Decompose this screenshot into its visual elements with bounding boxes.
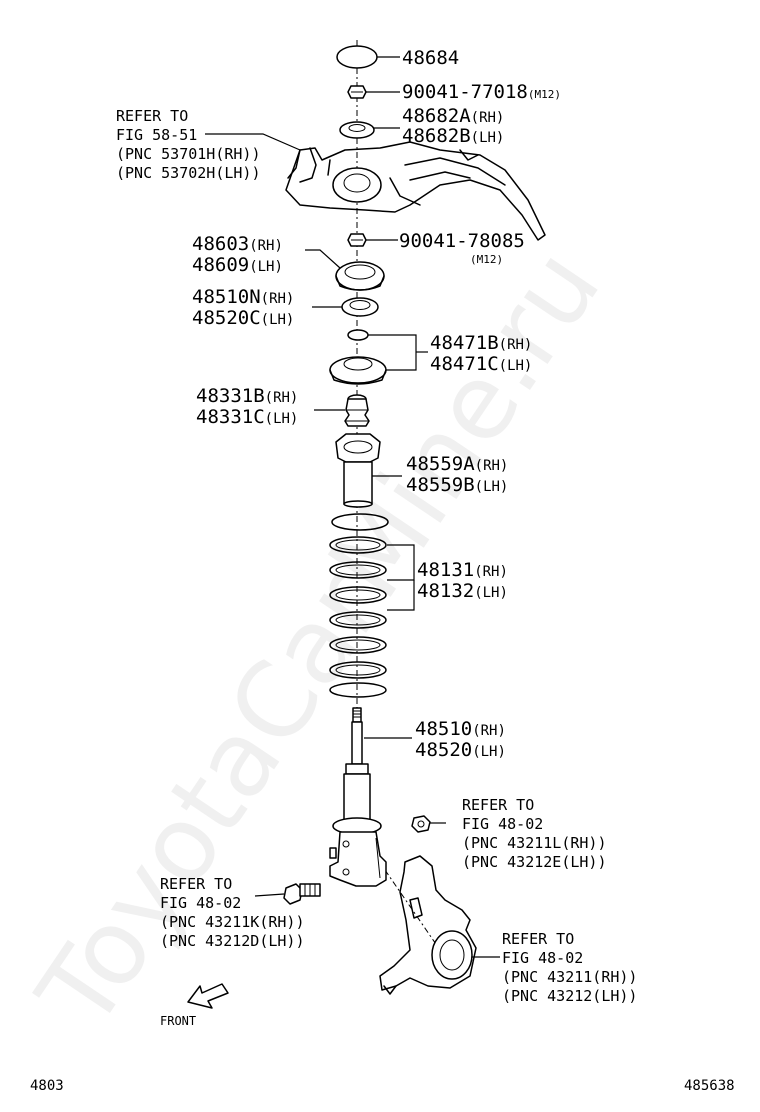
refer-bolt-line3: (PNC 43211K(RH)): [160, 913, 305, 931]
refer-body-line4: (PNC 53702H(LH)): [116, 164, 261, 182]
refer-knuckle-line1: REFER TO: [502, 930, 574, 948]
label-48510: 48510(RH): [415, 718, 506, 740]
label-48131-side: (RH): [474, 564, 508, 580]
refer-knuckle-line2: FIG 48-02: [502, 949, 583, 967]
label-48331C-side: (LH): [265, 411, 299, 427]
refer-knuckle-line4: (PNC 43212(LH)): [502, 987, 637, 1005]
bearing-48510N-shape: [341, 297, 379, 317]
label-48331B-number: 48331B: [196, 385, 265, 407]
label-48331B-side: (RH): [265, 390, 299, 406]
label-48520-side: (LH): [472, 744, 506, 760]
label-48682A-number: 48682A: [402, 105, 471, 127]
label-48682A: 48682A(RH): [402, 105, 504, 127]
label-48609-number: 48609: [192, 254, 249, 276]
refer-bolt-line2: FIG 48-02: [160, 894, 241, 912]
washer-48682-shape: [339, 121, 375, 139]
label-48132: 48132(LH): [417, 580, 508, 602]
refer-nut-line1: REFER TO: [462, 796, 534, 814]
bolt-43211K-shape: [283, 883, 321, 905]
refer-nut-line2: FIG 48-02: [462, 815, 543, 833]
label-48559B-number: 48559B: [406, 474, 475, 496]
front-arrow-icon: [187, 983, 229, 1009]
refer-body-line3: (PNC 53701H(RH)): [116, 145, 261, 163]
label-48471C-number: 48471C: [430, 353, 499, 375]
nut-90041-77018-shape: [347, 85, 367, 99]
label-48603: 48603(RH): [192, 233, 283, 255]
shock-absorber-48510-shape: [329, 707, 387, 887]
refer-knuckle-line3: (PNC 43211(RH)): [502, 968, 637, 986]
label-48331C: 48331C(LH): [196, 406, 298, 428]
label-48520C: 48520C(LH): [192, 307, 294, 329]
label-48471C: 48471C(LH): [430, 353, 532, 375]
label-48609-side: (LH): [249, 259, 283, 275]
boot-48559-shape: [335, 433, 381, 508]
label-48682B-side: (LH): [471, 130, 505, 146]
label-48682A-side: (RH): [471, 110, 505, 126]
cap-48684-shape: [336, 45, 378, 69]
label-48682B-number: 48682B: [402, 125, 471, 147]
label-48520C-side: (LH): [261, 312, 295, 328]
label-48609: 48609(LH): [192, 254, 283, 276]
label-90041-77018-number: 90041-77018: [402, 81, 528, 103]
label-48131: 48131(RH): [417, 559, 508, 581]
label-48471B: 48471B(RH): [430, 332, 532, 354]
label-48520-number: 48520: [415, 739, 472, 761]
label-90041-78085: 90041-78085: [399, 230, 525, 252]
label-48603-number: 48603: [192, 233, 249, 255]
refer-nut-line4: (PNC 43212E(LH)): [462, 853, 607, 871]
footer-figure-number: 4803: [30, 1078, 64, 1094]
label-48510N-side: (RH): [261, 291, 295, 307]
label-48559B: 48559B(LH): [406, 474, 508, 496]
refer-bolt-line4: (PNC 43212D(LH)): [160, 932, 305, 950]
nut-90041-78085-shape: [347, 233, 367, 247]
label-48603-side: (RH): [249, 238, 283, 254]
body-panel-shape: [285, 141, 546, 241]
label-48559B-side: (LH): [475, 479, 509, 495]
label-48520C-number: 48520C: [192, 307, 261, 329]
label-48331C-number: 48331C: [196, 406, 265, 428]
coil-spring-48131-shape: [329, 513, 389, 698]
label-48559A-number: 48559A: [406, 453, 475, 475]
label-48471B-number: 48471B: [430, 332, 499, 354]
label-48559A: 48559A(RH): [406, 453, 508, 475]
label-48510N-number: 48510N: [192, 286, 261, 308]
label-48131-number: 48131: [417, 559, 474, 581]
label-48471B-side: (RH): [499, 337, 533, 353]
knuckle-axis-line: [384, 869, 441, 951]
label-48510-number: 48510: [415, 718, 472, 740]
spring-seat-48471-shape: [329, 329, 387, 385]
refer-body-line1: REFER TO: [116, 107, 188, 125]
label-48510N: 48510N(RH): [192, 286, 294, 308]
footer-illustration-number: 485638: [684, 1078, 735, 1094]
steering-knuckle-43211-shape: [379, 855, 477, 995]
label-48682B: 48682B(LH): [402, 125, 504, 147]
label-48331B: 48331B(RH): [196, 385, 298, 407]
refer-bolt-line1: REFER TO: [160, 875, 232, 893]
label-48510-side: (RH): [472, 723, 506, 739]
label-48132-side: (LH): [474, 585, 508, 601]
label-90041-78085-size: (M12): [470, 253, 503, 266]
label-48559A-side: (RH): [475, 458, 509, 474]
label-48684: 48684: [402, 47, 459, 69]
label-48471C-side: (LH): [499, 358, 533, 374]
label-90041-77018-size: (M12): [528, 88, 561, 101]
label-90041-77018: 90041-77018(M12): [402, 81, 561, 103]
label-48520: 48520(LH): [415, 739, 506, 761]
nut-43211L-shape: [411, 815, 431, 833]
front-label: FRONT: [160, 1014, 196, 1028]
label-48132-number: 48132: [417, 580, 474, 602]
refer-body-line2: FIG 58-51: [116, 126, 197, 144]
refer-nut-line3: (PNC 43211L(RH)): [462, 834, 607, 852]
bumper-48331-shape: [344, 394, 370, 427]
support-48603-shape: [335, 261, 385, 291]
leader-lines: [205, 56, 500, 958]
